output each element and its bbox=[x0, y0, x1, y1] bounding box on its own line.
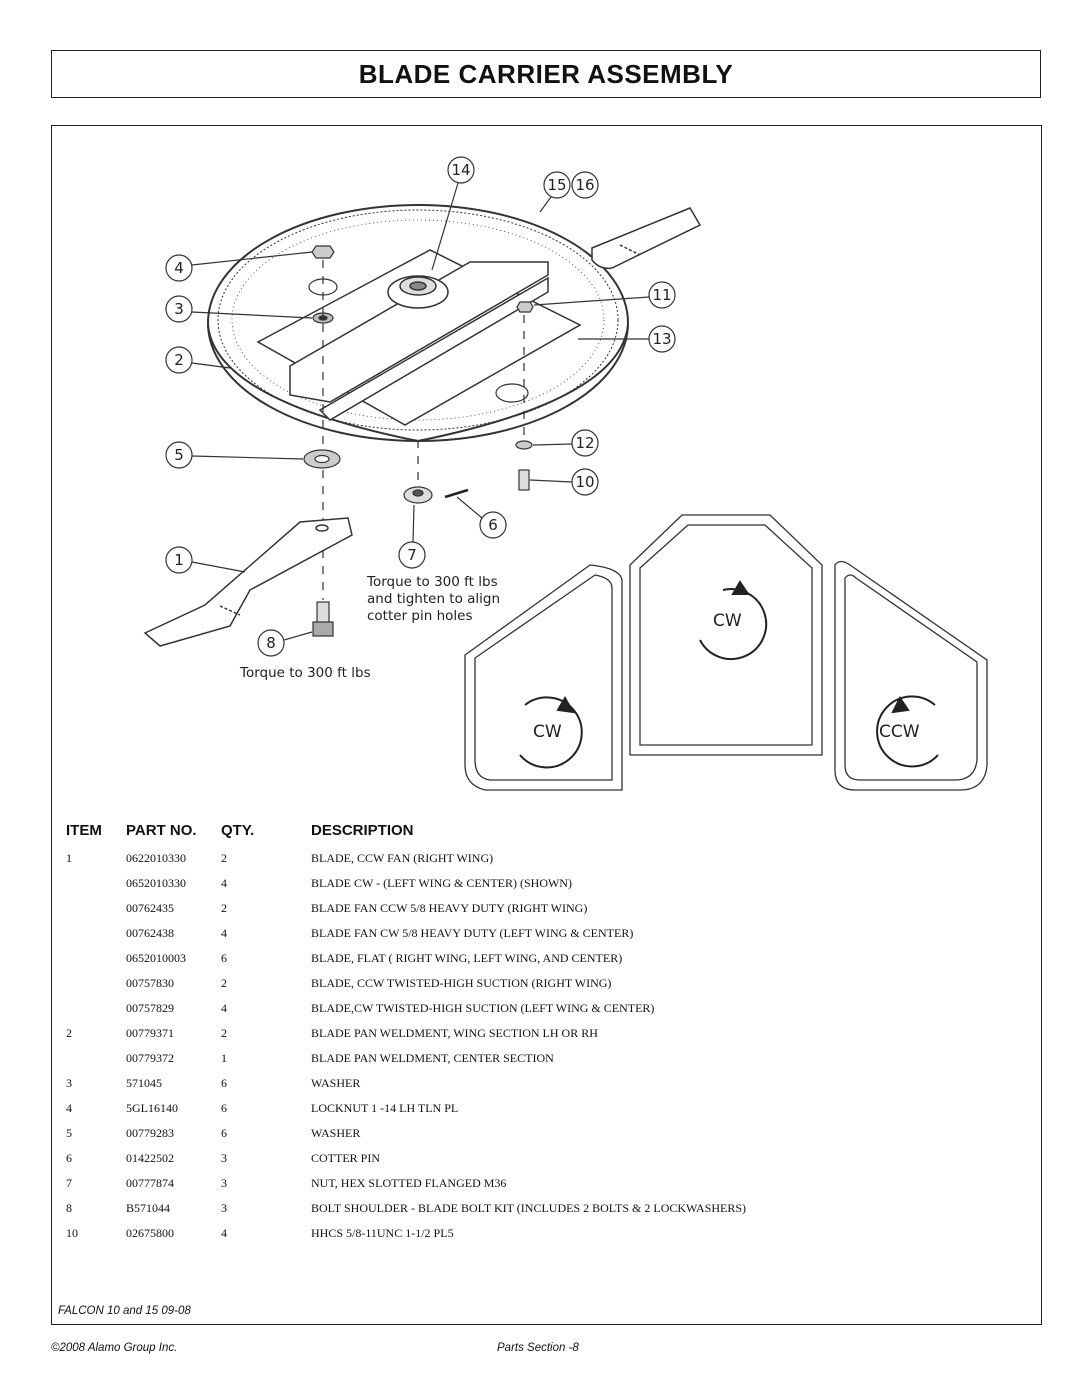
model-footer: FALCON 10 and 15 09-08 bbox=[58, 1305, 191, 1317]
upper-blade bbox=[591, 207, 702, 270]
left-rotation-label: CW bbox=[533, 722, 562, 742]
torque-note-line2: and tighten to align bbox=[367, 591, 500, 607]
callout-1: 1 bbox=[174, 551, 184, 569]
carrier-plate bbox=[256, 249, 582, 426]
right-rotation-icon bbox=[876, 695, 939, 768]
callout-3: 3 bbox=[174, 300, 184, 318]
torque-note-line3: cotter pin holes bbox=[367, 608, 473, 624]
callouts bbox=[165, 156, 676, 657]
copyright-footer: ©2008 Alamo Group Inc. bbox=[51, 1342, 178, 1354]
callout-5: 5 bbox=[174, 446, 184, 464]
lower-blade bbox=[143, 517, 353, 647]
callout-8: 8 bbox=[266, 634, 276, 652]
deck-layout bbox=[464, 514, 988, 791]
header-qty: QTY. bbox=[221, 822, 255, 839]
header-part-no: PART NO. bbox=[126, 822, 197, 839]
callout-10: 10 bbox=[575, 473, 594, 491]
content-frame bbox=[51, 125, 1042, 1325]
page-title: BLADE CARRIER ASSEMBLY bbox=[358, 58, 734, 89]
callout-labels: 14 15 16 4 3 2 11 13 5 12 10 6 1 7 8 bbox=[174, 161, 671, 652]
callout-7: 7 bbox=[407, 546, 417, 564]
callout-16: 16 bbox=[575, 176, 594, 194]
cotter-pin bbox=[444, 488, 469, 499]
rotation-indicators bbox=[519, 580, 939, 769]
left-rotation-icon bbox=[519, 696, 583, 769]
hub bbox=[387, 275, 449, 309]
torque-note-line1: Torque to 300 ft lbs bbox=[366, 574, 498, 590]
callout-14: 14 bbox=[451, 161, 470, 179]
section-footer: Parts Section -8 bbox=[497, 1342, 579, 1354]
right-rotation-label: CCW bbox=[879, 722, 920, 742]
center-rotation-label: CW bbox=[713, 611, 742, 631]
exploded-diagram: 14 15 16 4 3 2 11 13 5 12 10 6 1 7 8 Tor… bbox=[143, 156, 988, 791]
header-description: DESCRIPTION bbox=[311, 822, 414, 839]
hardware bbox=[303, 245, 534, 637]
callout-12: 12 bbox=[575, 434, 594, 452]
callout-6: 6 bbox=[488, 516, 498, 534]
callout-4: 4 bbox=[174, 259, 184, 277]
header-item: ITEM bbox=[66, 822, 102, 839]
callout-15: 15 bbox=[547, 176, 566, 194]
callout-2: 2 bbox=[174, 351, 184, 369]
callout-13: 13 bbox=[652, 330, 671, 348]
title-box: BLADE CARRIER ASSEMBLY bbox=[51, 50, 1041, 98]
callout-11: 11 bbox=[652, 286, 671, 304]
bolt-torque-note: Torque to 300 ft lbs bbox=[239, 665, 371, 681]
